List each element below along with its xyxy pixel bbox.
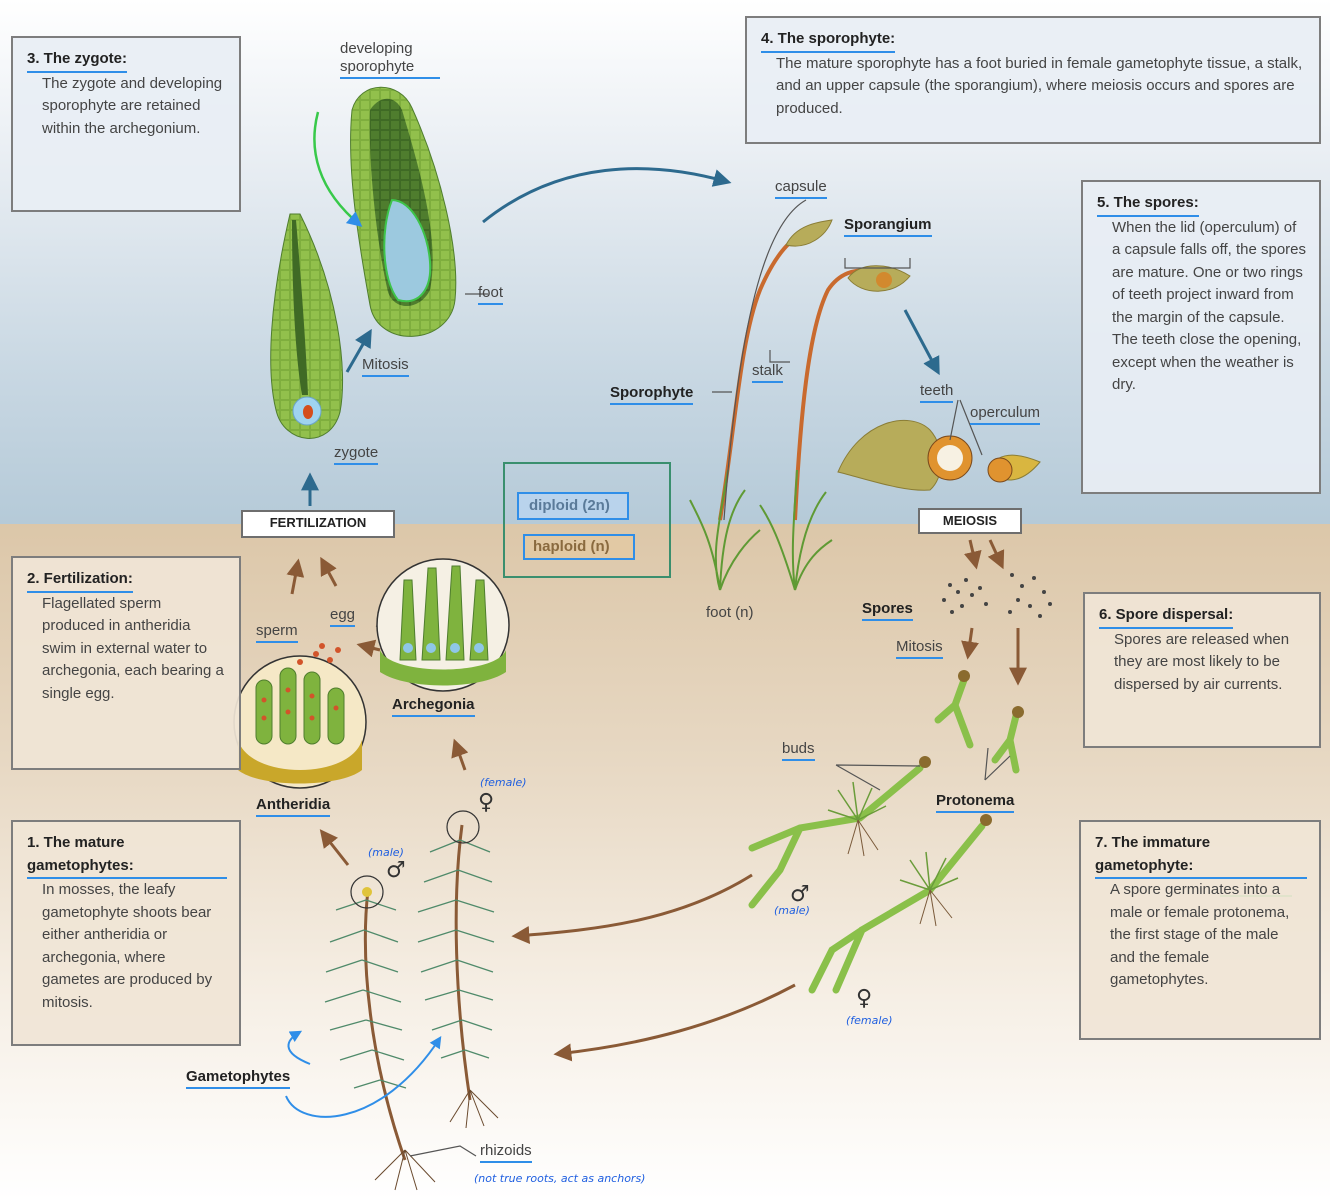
fertilization-box-text: Flagellated sperm produced in antheridia… xyxy=(42,594,224,702)
label-egg: egg xyxy=(330,606,356,627)
sporophyte-box-text: The mature sporophyte has a foot buried … xyxy=(776,54,1303,117)
dispersal-box-title: 6. Spore dispersal: xyxy=(1099,604,1234,629)
spore-dispersal-info-box: 6. Spore dispersal: Spores are released … xyxy=(1083,592,1321,748)
antheridia-drawing xyxy=(233,643,367,789)
immature-gametophyte-info-box: 7. The immature gametophyte: A spore ger… xyxy=(1079,820,1321,1040)
label-stalk: stalk xyxy=(752,362,783,383)
label-spores: Spores xyxy=(862,600,913,621)
immature-box-text: A spore germinates into a male or female… xyxy=(1110,881,1290,988)
archegonia-drawing xyxy=(376,558,510,692)
label-operculum: operculum xyxy=(970,404,1041,425)
label-mitosis-lower: Mitosis xyxy=(896,638,943,659)
spores-box-text: When the lid (operculum) of a capsule fa… xyxy=(1112,218,1307,394)
spore-cluster xyxy=(942,573,1052,618)
label-rhizoids: rhizoids xyxy=(480,1142,532,1163)
zygote-box-title: 3. The zygote: xyxy=(27,48,128,73)
label-buds: buds xyxy=(782,740,815,761)
label-developing-sporophyte: developing sporophyte xyxy=(340,40,440,79)
fertilization-box-title: 2. Fertilization: xyxy=(27,568,133,593)
label-teeth: teeth xyxy=(920,382,954,403)
male-symbol-right: ♂ xyxy=(790,882,810,907)
gametophyte-drawing xyxy=(324,810,499,1191)
archegonium-zygote-drawing xyxy=(270,213,344,439)
note-female-right: (female) xyxy=(846,1014,893,1027)
mature-sporophyte-drawing xyxy=(689,219,1041,591)
protonema-drawing xyxy=(748,676,1020,994)
label-sperm: sperm xyxy=(256,622,298,643)
mature-box-text: In mosses, the leafy gametophyte shoots … xyxy=(42,881,213,1011)
legend-diploid: diploid (2n) xyxy=(517,492,629,520)
label-protonema: Protonema xyxy=(936,792,1015,813)
ploidy-legend: diploid (2n) haploid (n) xyxy=(503,462,671,578)
label-sporophyte: Sporophyte xyxy=(610,384,694,405)
label-zygote: zygote xyxy=(334,444,379,465)
meiosis-stage-label: MEIOSIS xyxy=(918,508,1022,534)
note-male-top: (male) xyxy=(368,846,404,859)
fertilization-info-box: 2. Fertilization: Flagellated sperm prod… xyxy=(11,556,241,770)
note-male-right: (male) xyxy=(774,904,810,917)
note-rhizoids: (not true roots, act as anchors) xyxy=(474,1172,646,1185)
mature-box-title: 1. The mature gametophytes: xyxy=(27,832,227,879)
immature-box-title: 7. The immature gametophyte: xyxy=(1095,832,1307,879)
zygote-box-text: The zygote and developing sporophyte are… xyxy=(42,74,223,137)
fertilization-stage-label: FERTILIZATION xyxy=(241,510,395,538)
label-mitosis-upper: Mitosis xyxy=(362,356,409,377)
label-sporangium: Sporangium xyxy=(844,216,932,237)
label-capsule: capsule xyxy=(775,178,827,199)
note-female-top: (female) xyxy=(480,776,527,789)
label-foot: foot xyxy=(478,284,504,305)
zygote-info-box: 3. The zygote: The zygote and developing… xyxy=(11,36,241,212)
spores-info-box: 5. The spores: When the lid (operculum) … xyxy=(1081,180,1321,494)
sporophyte-box-title: 4. The sporophyte: xyxy=(761,28,896,53)
female-symbol-right: ♀ xyxy=(856,986,873,1011)
female-symbol-top: ♀ xyxy=(478,790,495,815)
developing-sporophyte-drawing xyxy=(313,86,457,337)
spores-box-title: 5. The spores: xyxy=(1097,192,1199,217)
legend-haploid: haploid (n) xyxy=(523,534,635,560)
sporophyte-info-box: 4. The sporophyte: The mature sporophyte… xyxy=(745,16,1321,144)
mature-gametophytes-info-box: 1. The mature gametophytes: In mosses, t… xyxy=(11,820,241,1046)
label-archegonia: Archegonia xyxy=(392,696,475,717)
label-foot-n: foot (n) xyxy=(706,604,754,621)
dispersal-box-text: Spores are released when they are most l… xyxy=(1114,630,1290,693)
label-antheridia: Antheridia xyxy=(256,796,331,817)
label-gametophytes: Gametophytes xyxy=(186,1068,291,1089)
male-symbol-top: ♂ xyxy=(386,858,406,883)
